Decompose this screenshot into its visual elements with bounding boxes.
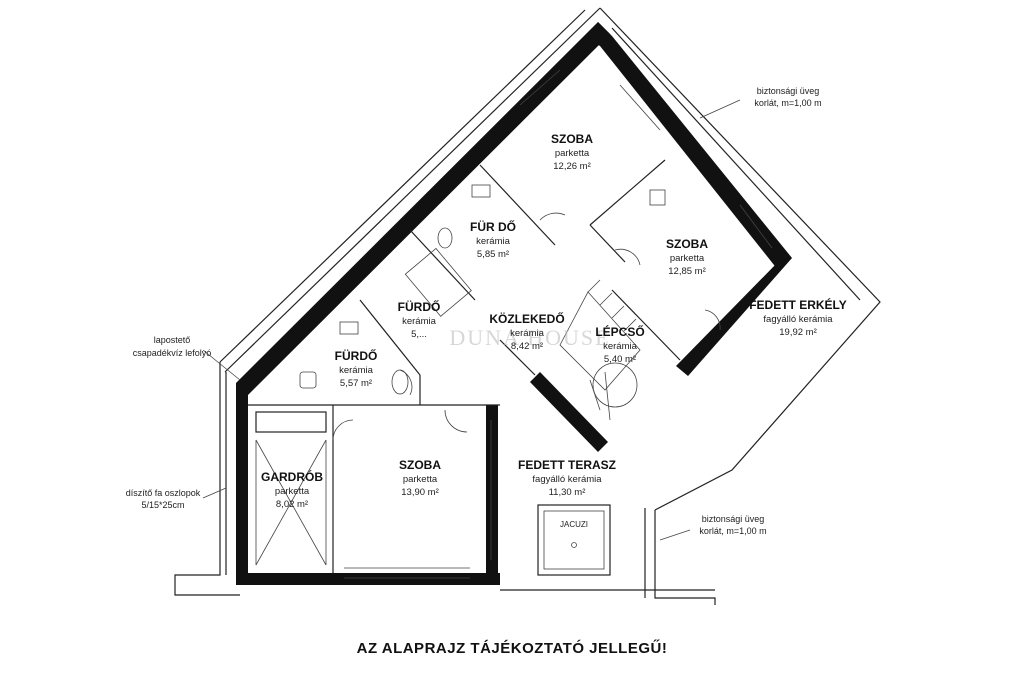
stairs [559, 279, 641, 421]
doors [332, 212, 721, 441]
room-gardrob-area: 8,02 m² [276, 499, 308, 510]
room-szoba-top-area: 12,26 m² [553, 161, 591, 172]
room-szoba-right-floor: parketta [670, 253, 705, 264]
railing-bottom-line2: korlát, m=1,00 m [699, 526, 766, 536]
columns-line1: díszítő fa oszlopok [126, 488, 201, 498]
room-fedett-terasz-name: FEDETT TERASZ [518, 458, 616, 472]
room-fedett-erkely-floor: fagyálló kerámia [763, 314, 833, 325]
railing-top-line1: biztonsági üveg [757, 86, 820, 96]
room-furdo-3-name: FÜRDŐ [335, 348, 378, 363]
room-labels: SZOBA parketta 12,26 m² FÜR DŐ kerámia 5… [261, 132, 847, 510]
interior-walls [248, 159, 681, 573]
room-szoba-bottom-area: 13,90 m² [401, 487, 439, 498]
room-szoba-right-area: 12,85 m² [668, 266, 706, 277]
room-fedett-erkely-name: FEDETT ERKÉLY [749, 297, 847, 312]
room-furdo-1-area: 5,85 m² [477, 249, 509, 260]
room-furdo-3-floor: kerámia [339, 365, 374, 376]
room-furdo-2-area: 5,... [411, 329, 427, 340]
disclaimer-text: AZ ALAPRAJZ TÁJÉKOZTATÓ JELLEGŰ! [356, 640, 668, 657]
columns-line2: 5/15*25cm [141, 500, 184, 510]
room-fedett-terasz-area: 11,30 m² [549, 487, 586, 498]
room-furdo-2-name: FÜRDŐ [398, 299, 441, 314]
room-furdo-1-floor: kerámia [476, 236, 511, 247]
room-lepcso-floor: kerámia [603, 341, 638, 352]
exterior-walls [236, 22, 792, 585]
fixtures [299, 184, 666, 395]
room-furdo-1-name: FÜR DŐ [470, 219, 516, 234]
room-szoba-bottom-floor: parketta [403, 474, 438, 485]
room-szoba-top-floor: parketta [555, 148, 590, 159]
room-lepcso-name: LÉPCSŐ [595, 324, 644, 339]
room-gardrob-floor: parketta [275, 486, 310, 497]
room-kozlekedo-floor: kerámia [510, 328, 545, 339]
room-fedett-terasz-floor: fagyálló kerámia [532, 474, 602, 485]
annotations: biztonsági üveg korlát, m=1,00 m biztons… [126, 86, 822, 536]
wardrobe-shelf [255, 411, 327, 566]
jacuzzi [537, 504, 611, 576]
room-furdo-2-floor: kerámia [402, 316, 437, 327]
room-gardrob-name: GARDRÓB [261, 469, 323, 484]
room-szoba-bottom-name: SZOBA [399, 458, 441, 472]
windows [344, 69, 773, 579]
leader-lines [202, 99, 741, 541]
room-kozlekedo-area: 8,42 m² [511, 341, 543, 352]
roof-line2: csapadékvíz lefolyó [133, 348, 212, 358]
jacuzzi-label: JACUZI [560, 520, 588, 529]
watermark: DUNA HOUSE [449, 325, 610, 350]
room-szoba-right-name: SZOBA [666, 237, 708, 251]
room-lepcso-area: 5,40 m² [604, 354, 636, 365]
roof-line1: lapostető [154, 335, 191, 345]
railing-bottom-line1: biztonsági üveg [702, 514, 765, 524]
room-fedett-erkely-area: 19,92 m² [779, 327, 817, 338]
site-outline [174, 7, 881, 605]
room-furdo-3-area: 5,57 m² [340, 378, 372, 389]
room-kozlekedo-name: KÖZLEKEDŐ [489, 311, 564, 326]
railing-top-line2: korlát, m=1,00 m [754, 98, 821, 108]
room-szoba-top-name: SZOBA [551, 132, 593, 146]
